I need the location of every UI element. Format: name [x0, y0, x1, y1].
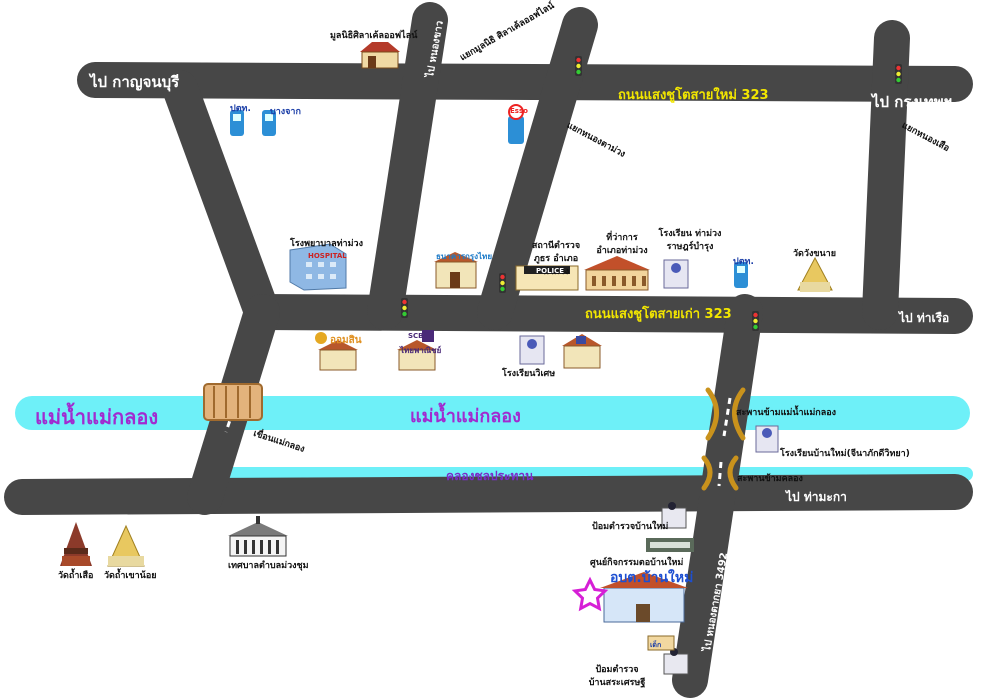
temple-icon [797, 256, 833, 292]
label-municipality: เทศบาลตำบลม่วงชุม [228, 561, 309, 571]
ptt-gas-station-icon [734, 262, 748, 288]
label-hospital: โรงพยาบาลท่าม่วง [290, 239, 363, 249]
location-star-icon [571, 576, 609, 612]
dam-icon [203, 383, 263, 421]
label-bridge-canal: สะพานข้ามคลอง [737, 474, 803, 484]
label-scb-logo: SCB [408, 332, 424, 340]
bridge-icon-canal-right [727, 455, 739, 491]
label-child-center: เด็ก [650, 641, 662, 649]
district-office-icon [584, 256, 650, 291]
label-school-tha-muang: โรงเรียน ท่าม่วงราษฎร์บำรุง [658, 229, 722, 252]
road-east [862, 20, 910, 330]
label-old-road-323: ถนนแสงชูโตสายเก่า 323 [585, 307, 732, 322]
label-furniture: มูลนิธิศิลาเค้ลออฟไลน์ [330, 31, 418, 41]
bridge-icon-river-right [732, 387, 746, 441]
road-3492 [672, 294, 763, 698]
bridge-icon-river-left [705, 387, 719, 441]
label-canal: คลองชลประทาน [446, 469, 534, 483]
scb-bank-icon [397, 330, 437, 371]
label-school-wiset: โรงเรียนวิเศษ [502, 369, 556, 379]
label-police-sign: POLICE [536, 267, 565, 275]
label-obt-ban-mai: อบต.บ้านใหม่ [610, 570, 694, 586]
label-scb: ไทยพาณิชย์ [400, 346, 442, 355]
pagoda-icon [60, 522, 92, 566]
temple-icon [107, 524, 145, 567]
label-to-kanchanaburi: ไป กาญจนบุรี [90, 73, 180, 91]
obt-office-icon [600, 572, 688, 623]
police-box-icon [661, 502, 687, 529]
label-police-station: สถานีตำรวจภูธร อำเภอท่าม่วง [531, 241, 581, 277]
label-bangchak: บางจาก [270, 107, 301, 117]
label-community-center: ศูนย์กิจกรรมตอบ้านใหม่ [590, 558, 684, 568]
road-center-diag [477, 7, 598, 330]
road-diag-left [162, 70, 280, 330]
school-icon [519, 335, 545, 365]
label-district-office: ที่ว่าการ อำเภอท่าม่วง [596, 233, 648, 256]
label-ptt-1: ปตท. [230, 104, 251, 114]
community-center-icon [646, 538, 694, 552]
label-to-tha-ruea: ไป ท่าเรือ [899, 311, 950, 325]
furniture-store-icon [360, 42, 400, 69]
label-krungthai: ธนาคารกรุงไทย [436, 252, 493, 261]
road-nong-khao [367, 2, 448, 330]
traffic-light-icon [401, 298, 408, 318]
label-river-center: แม่น้ำแม่กลอง [410, 406, 521, 427]
esso-gas-station-icon [508, 104, 524, 144]
bank-building-icon [562, 334, 602, 369]
gsb-bank-icon [315, 332, 358, 371]
police-box-icon [663, 648, 689, 675]
traffic-light-icon [895, 64, 902, 84]
bridge-icon-canal-left [701, 455, 713, 491]
label-wat-tham-suea: วัดถ้ำเสือ [58, 571, 94, 581]
bridge-center-line-canal [717, 461, 723, 487]
label-esso: Esso [510, 107, 528, 115]
child-center-icon [647, 635, 675, 651]
label-hospital-sign: HOSPITAL [308, 252, 347, 260]
label-school-ban-mai: โรงเรียนบ้านใหม่(จีนาภักดีวิทยา) [780, 449, 910, 459]
label-wat-wang-khanai: วัดวังขนาย [793, 249, 836, 259]
krungthai-bank-icon [434, 252, 478, 289]
traffic-light-icon [752, 311, 759, 331]
label-ptt-2: ปตท. [733, 257, 754, 267]
school-icon [755, 425, 779, 453]
label-bridge-river: สะพานข้ามแม่น้ำแม่กลอง [736, 408, 837, 418]
label-gsb: ออมสิน [330, 335, 362, 346]
school-icon [663, 259, 689, 289]
hospital-icon [289, 243, 347, 291]
label-new-road-323: ถนนแสงชูโตสายใหม่ 323 [618, 88, 769, 103]
bangchak-gas-station-icon [262, 110, 276, 136]
label-to-bangkok: ไป กรุงเทพฯ [872, 93, 953, 111]
road-tha-maka [4, 474, 973, 515]
label-river-left: แม่น้ำแม่กลอง [35, 405, 159, 429]
traffic-light-icon [499, 273, 506, 293]
traffic-light-icon [575, 56, 582, 76]
road-new-323 [77, 62, 973, 102]
label-police-box-sa-setthi: ป้อมตำรวจ บ้านสระเศรษฐี [588, 665, 646, 688]
police-station-icon [515, 265, 579, 291]
label-wat-tham-khao-noi: วัดถ้ำเขาน้อย [104, 571, 157, 581]
label-to-tha-maka: ไป ท่ามะกา [786, 490, 847, 504]
label-police-box-ban-mai: ป้อมตำรวจบ้านใหม่ [592, 522, 669, 532]
ptt-gas-station-icon [230, 110, 244, 136]
municipality-icon [228, 516, 288, 557]
